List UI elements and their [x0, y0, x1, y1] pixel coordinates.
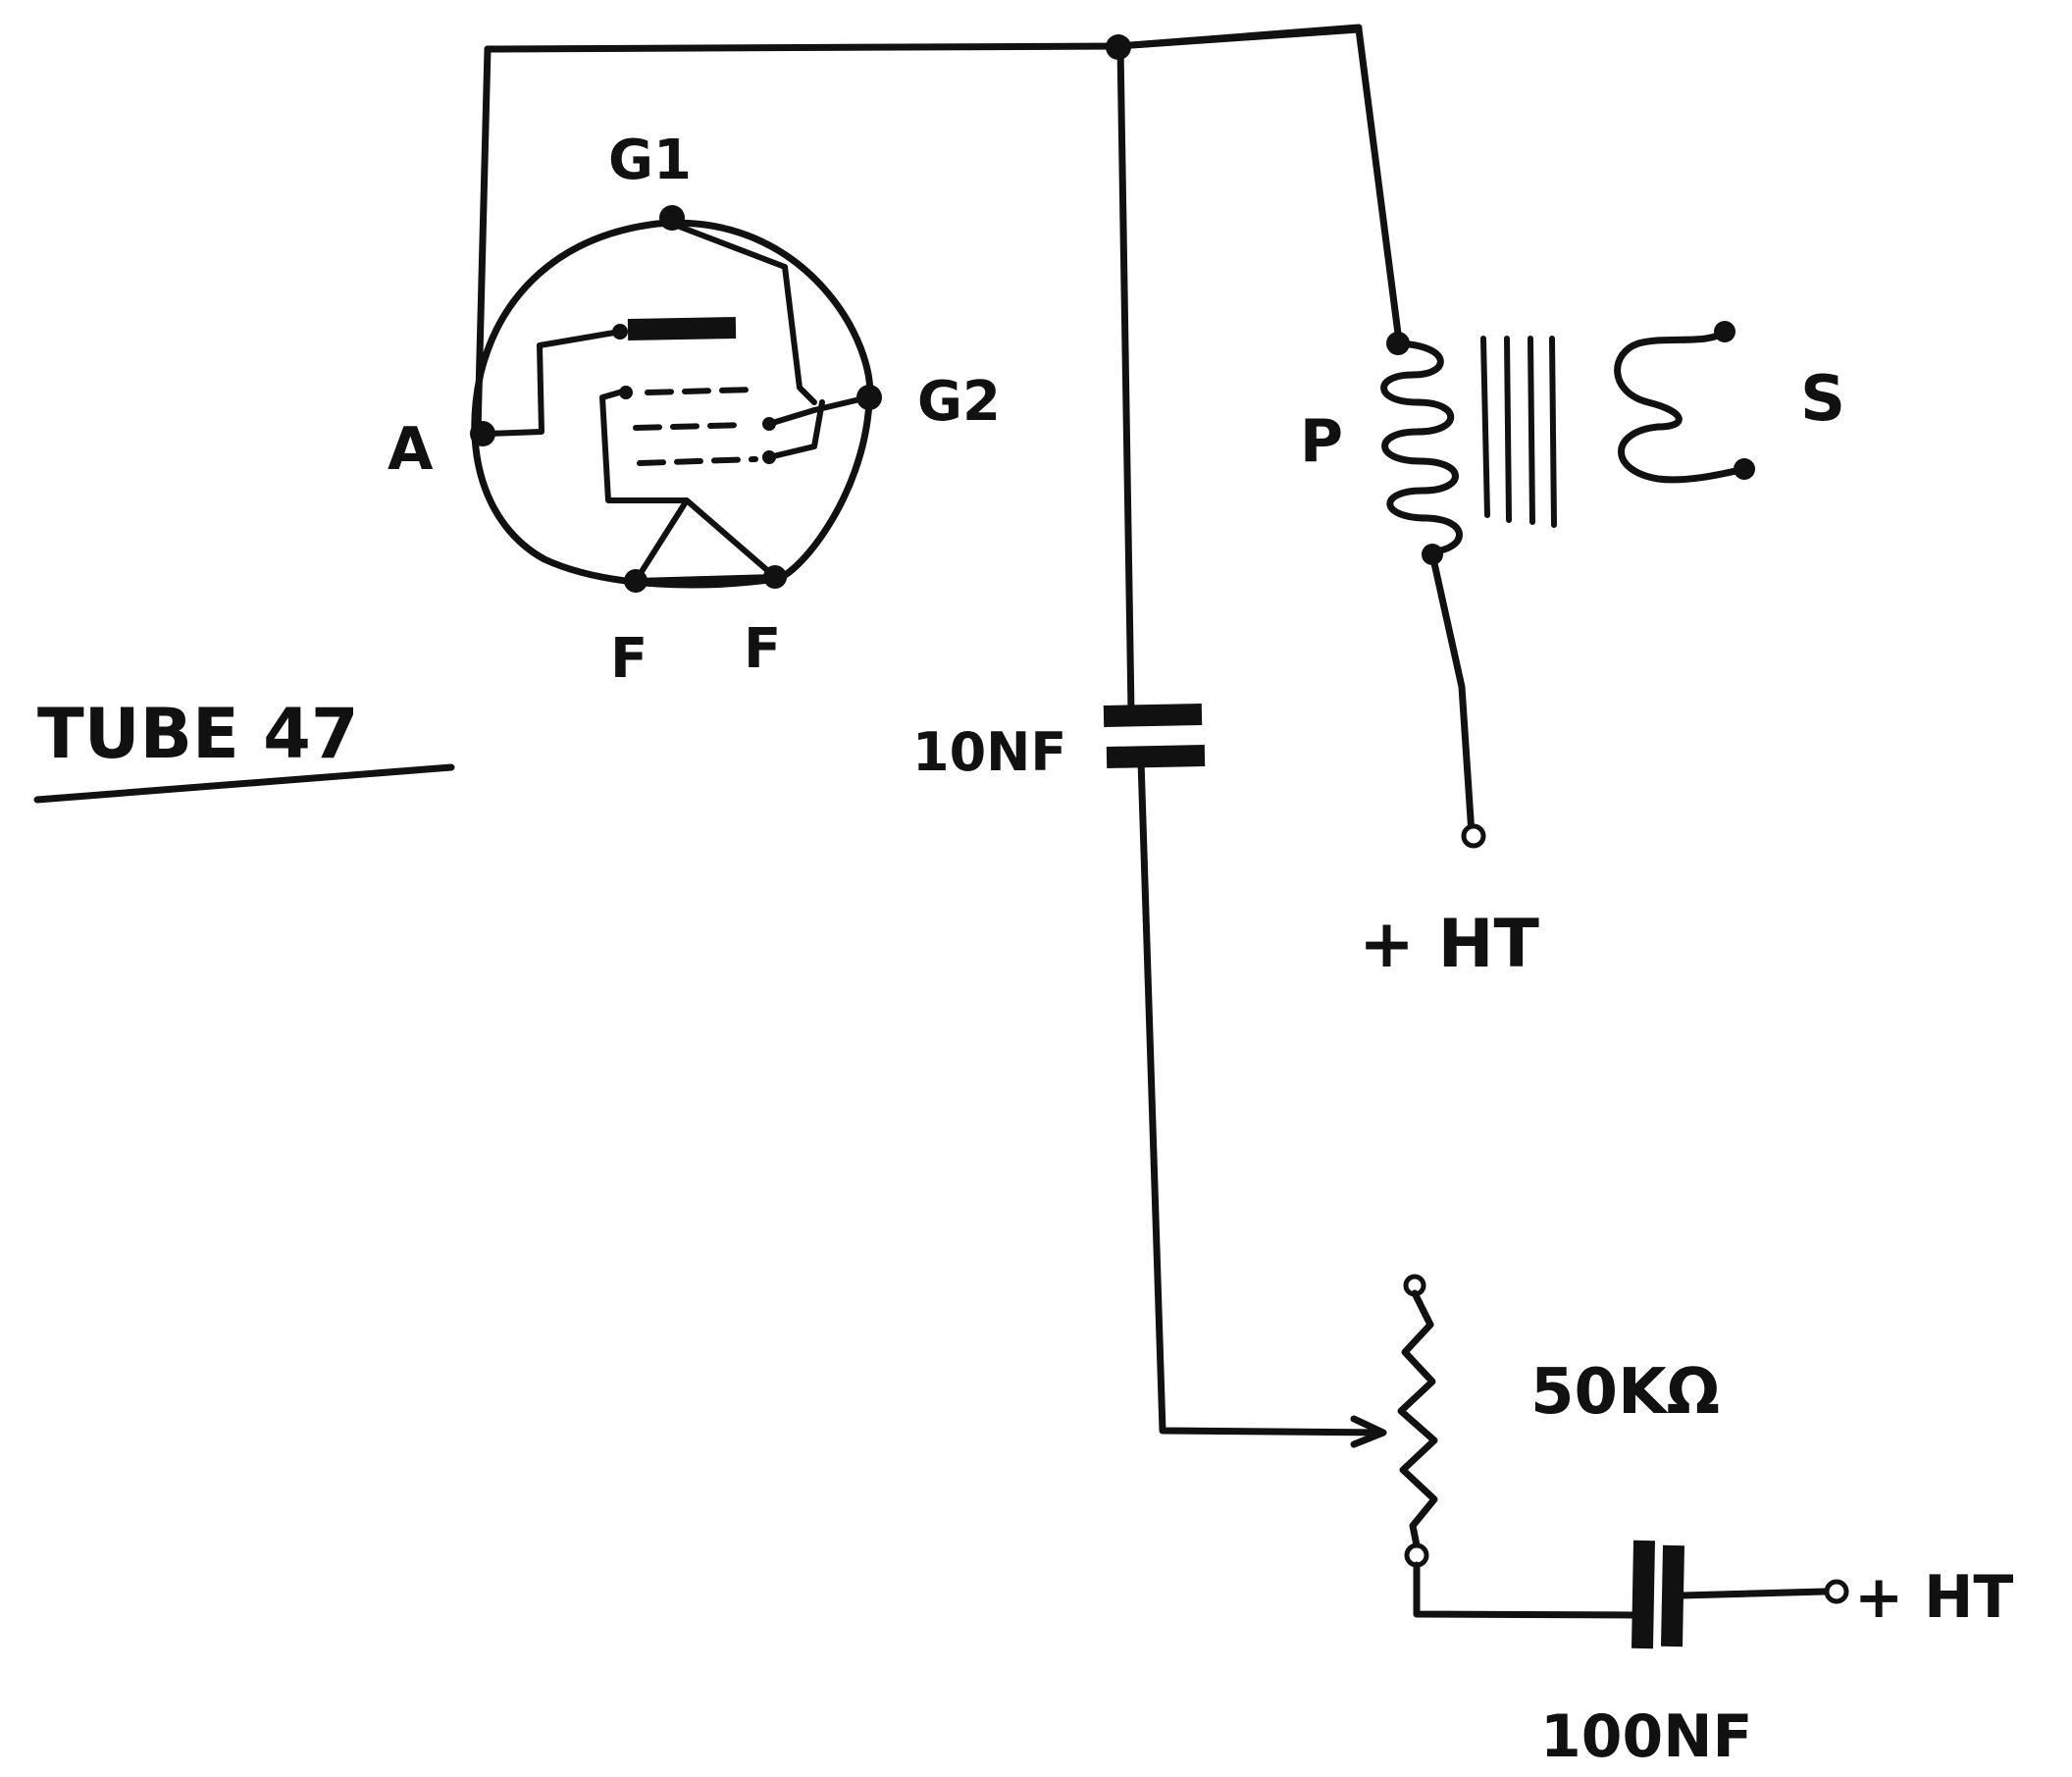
title-label-tube: TUBE 47	[37, 694, 359, 774]
primary-coil	[1380, 340, 1463, 555]
title-underline	[33, 763, 455, 804]
filament-base	[633, 574, 778, 584]
grid-dashes-upper	[645, 387, 758, 395]
secondary-bottom-terminal	[1734, 458, 1755, 480]
primary-label: P	[1300, 407, 1343, 476]
primary-supply-wire	[1428, 550, 1476, 838]
bypass-capacitor-label: 100NF	[1540, 1702, 1752, 1771]
anode-plate-dot	[612, 324, 628, 340]
ht-terminal-bottom[interactable]	[1824, 1579, 1849, 1604]
filament-pin-left	[624, 569, 648, 593]
ht-terminal-top[interactable]	[1461, 823, 1486, 849]
tube-envelope	[471, 219, 874, 589]
tube-47-symbol	[470, 205, 882, 593]
core-line-3	[1528, 336, 1535, 525]
core-line-4	[1549, 336, 1557, 528]
grid2-pin	[856, 385, 882, 410]
potentiometer-label: 50KΩ	[1530, 1356, 1720, 1429]
grid1-internal-lead	[669, 221, 817, 405]
pot-zigzag	[1397, 1289, 1438, 1554]
coupling-capacitor-label: 10NF	[912, 721, 1066, 783]
filament-pin-right	[763, 565, 787, 589]
top-bus-wire-right	[1114, 26, 1402, 338]
filament-loop	[599, 388, 778, 584]
grid2-dot-b	[762, 450, 776, 464]
capacitor-plate-top	[1103, 704, 1203, 727]
lower-vertical-wire	[1137, 757, 1382, 1437]
grid1-pin	[659, 205, 685, 231]
grid2-dot-a	[762, 417, 776, 431]
grid2-internal-lead	[766, 394, 871, 460]
anode-pin	[470, 421, 495, 446]
grid-dashes-lower	[637, 456, 758, 466]
secondary-label: S	[1800, 363, 1845, 436]
bypass-to-ht-wire	[1678, 1588, 1829, 1599]
bypass-plate-right	[1661, 1544, 1684, 1647]
bypass-capacitor	[1632, 1540, 1849, 1649]
core-line-1	[1480, 336, 1490, 518]
coupling-capacitor	[1103, 704, 1206, 768]
grid1-label: G1	[608, 129, 692, 192]
main-vertical-wire	[1116, 42, 1135, 715]
anode-plate	[627, 317, 737, 340]
pot-to-bypass-wire	[1413, 1561, 1640, 1619]
bypass-plate-left	[1632, 1540, 1655, 1649]
potentiometer	[1397, 1274, 1640, 1619]
output-transformer	[1380, 321, 1755, 849]
secondary-coil	[1614, 328, 1748, 484]
filament-label-right: F	[744, 617, 781, 681]
anode-label: A	[388, 415, 434, 484]
anode-internal-lead	[485, 329, 623, 437]
grid-dashes-middle	[633, 422, 749, 431]
filament-label-left: F	[610, 627, 648, 691]
bus-junction-dot	[1106, 34, 1131, 60]
capacitor-plate-bottom	[1106, 745, 1206, 768]
grid2-label: G2	[917, 370, 1001, 434]
cathode-dot	[619, 386, 633, 399]
ht-label-bottom: + HT	[1854, 1563, 2013, 1632]
ht-label-top: + HT	[1359, 906, 1540, 983]
secondary-top-terminal	[1714, 321, 1735, 342]
wiper-arrow	[1350, 1415, 1387, 1448]
core-line-2	[1504, 336, 1512, 523]
